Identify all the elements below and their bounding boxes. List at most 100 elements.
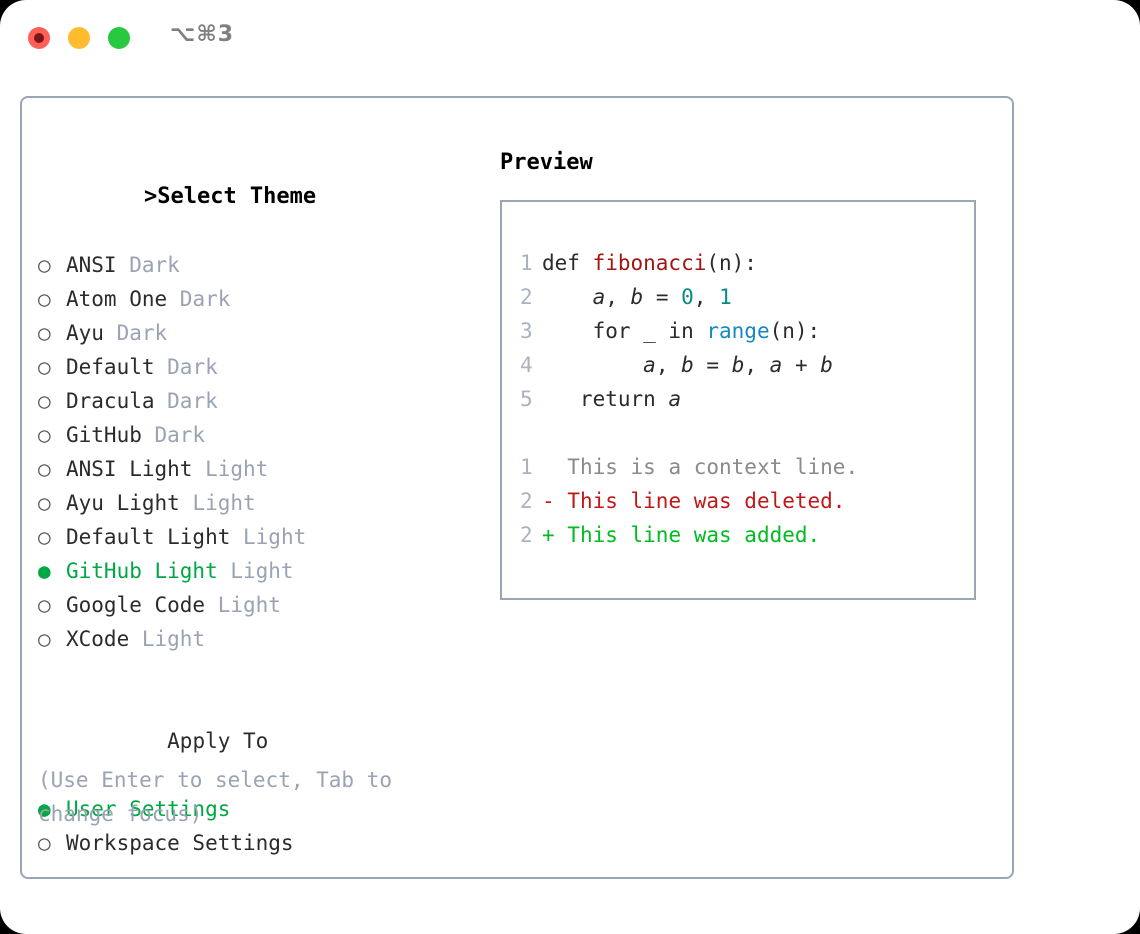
apply-to-header: Apply To [38,690,478,792]
code-token: = [693,353,732,377]
theme-option-atom-one[interactable]: ○Atom One Dark [38,282,478,316]
theme-option-category: Dark [103,321,168,345]
theme-option-label: GitHub Light [66,559,218,583]
radio-unselected-icon: ○ [38,253,51,277]
code-token: a [668,387,682,411]
theme-option-category: Dark [141,423,206,447]
code-token: , [605,285,631,309]
theme-option-ansi[interactable]: ○ ANSI Dark [38,248,478,282]
list-spacer [38,656,478,690]
code-token: 0 [681,285,694,309]
theme-option-github[interactable]: ○ GitHub Dark [38,418,478,452]
code-token: + [782,353,821,377]
apply-to-option-workspace-settings[interactable]: ○ Workspace Settings [38,826,478,860]
theme-option-label: Dracula [66,389,155,413]
code-token [542,353,643,377]
code-token: = [643,285,682,309]
line-number: 2 [520,285,533,309]
code-token: fibonacci [592,251,707,275]
code-token: a [592,285,606,309]
diff-marker [542,455,555,479]
code-line: 5 return a [520,382,974,416]
maximize-button[interactable] [108,27,130,49]
theme-option-category: Light [230,525,307,549]
radio-unselected-icon: ○ [38,525,51,549]
code-token: 1 [719,285,732,309]
theme-option-label: GitHub [66,423,142,447]
theme-option-list[interactable]: ○ANSI Dark○Atom One Dark○Ayu Dark○Defaul… [38,248,478,656]
code-token: a [643,353,656,377]
line-number: 2 [520,523,533,547]
radio-unselected-icon: ○ [38,423,51,447]
theme-option-label: ANSI [66,253,117,277]
theme-option-category: Light [129,627,206,651]
diff-sample: 1 This is a context line.2- This line wa… [520,450,974,552]
title-bar: ⌥⌘3 [0,0,1140,76]
prompt-caret-icon: > [143,184,158,209]
recording-indicator-icon [34,33,44,43]
line-number: 3 [520,319,533,343]
radio-unselected-icon: ○ [38,355,51,379]
line-number: 1 [520,251,533,275]
apply-to-option-list[interactable]: ● User Settings ○ Workspace Settings [38,792,478,860]
apply-to-option-user-settings[interactable]: ● User Settings [38,792,478,826]
theme-option-category: Light [179,491,256,515]
code-token: b [630,285,644,309]
radio-unselected-icon: ○ [38,321,51,345]
line-number: 1 [520,455,533,479]
diff-line: 2 + This line was added. [520,518,974,552]
theme-option-label: Ayu Light [66,491,180,515]
theme-option-default-light[interactable]: ○Default Light Light [38,520,478,554]
radio-selected-icon: ● [38,797,51,821]
code-token: b [681,353,694,377]
apply-to-option-label: User Settings [66,797,231,821]
theme-option-ayu-light[interactable]: ○Ayu Light Light [38,486,478,520]
code-token: (n): [769,319,821,343]
code-diff-separator [520,416,974,450]
theme-option-category: Light [217,559,294,583]
theme-option-dracula[interactable]: ○Dracula Dark [38,384,478,418]
diff-marker: + [542,523,555,547]
diff-text: This line was added. [554,523,821,547]
code-line: 3 for _ in range(n): [520,314,974,348]
theme-option-ansi-light[interactable]: ○ANSI Light Light [38,452,478,486]
diff-line: 2- This line was deleted. [520,484,974,518]
theme-option-label: XCode [66,627,130,651]
code-line: 4 a, b = b, a + b [520,348,974,382]
theme-option-default[interactable]: ○Default Dark [38,350,478,384]
main-panel: >Select Theme ○ANSI Dark○Atom One Dark○A… [20,96,1014,879]
diff-line: 1 This is a context line. [520,450,974,484]
theme-option-ayu[interactable]: ○ Ayu Dark [38,316,478,350]
minimize-button[interactable] [68,27,90,49]
radio-unselected-icon: ○ [38,593,51,617]
select-theme-header-label: Select Theme [157,184,317,209]
code-line: 2 a, b = 0, 1 [520,280,974,314]
line-number: 4 [520,353,533,377]
theme-option-github-light[interactable]: ● GitHub Light Light [38,554,478,588]
theme-option-label: Ayu [66,321,104,345]
theme-selection-column: >Select Theme ○ANSI Dark○Atom One Dark○A… [38,146,478,860]
line-number: 2 [520,489,533,513]
code-token [542,285,593,309]
keyboard-shortcut-label: ⌥⌘3 [170,22,235,47]
theme-option-xcode[interactable]: ○ XCode Light [38,622,478,656]
theme-option-google-code[interactable]: ○Google Code Light [38,588,478,622]
code-token: b [820,353,833,377]
radio-unselected-icon: ○ [38,389,51,413]
radio-unselected-icon: ○ [38,627,51,651]
apply-to-option-label: Workspace Settings [66,831,294,855]
radio-unselected-icon: ○ [38,831,51,855]
code-token: , [744,353,770,377]
code-token: def [542,251,593,275]
diff-text: This line was deleted. [554,489,846,513]
close-button[interactable] [28,27,50,49]
theme-option-category: Light [192,457,269,481]
theme-option-category: Dark [116,253,180,277]
radio-unselected-icon: ○ [38,287,51,311]
radio-selected-icon: ● [38,559,51,583]
diff-marker: - [542,489,555,513]
